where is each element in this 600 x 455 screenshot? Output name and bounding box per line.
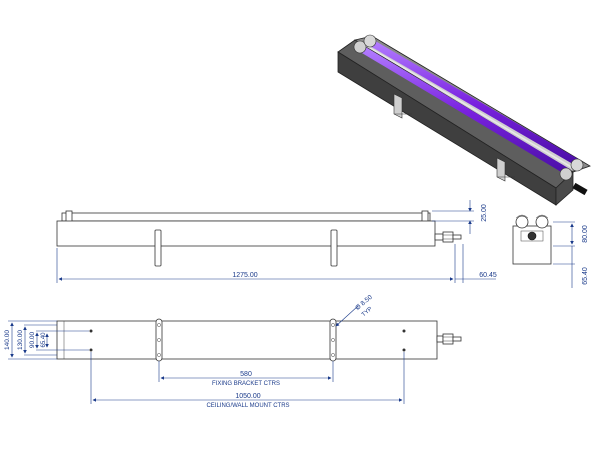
bracket-ctrs-label: FIXING BRACKET CTRS [212, 381, 280, 387]
elevation-dimensions: 1275.00 60.45 25.00 [56, 200, 497, 283]
plan-dimensions: 140.00 130.00 90.00 65.40 Ø 8.50 TYP 580… [4, 294, 405, 409]
end-cap-left-front [353, 40, 367, 54]
end-tube-right [535, 215, 549, 229]
end-gland [527, 231, 537, 241]
housing-elevation [56, 220, 436, 247]
end-offset-dim: 60.45 [479, 272, 497, 279]
end-cap-right-front [559, 167, 573, 181]
mount-hole [89, 348, 93, 352]
end-tube-left [515, 215, 529, 229]
mount-hole [89, 329, 93, 333]
plan-housing [56, 320, 438, 360]
bracket-1 [393, 93, 403, 119]
width-140-dim: 140.00 [4, 330, 11, 350]
front-elevation [56, 210, 462, 267]
uv-tube-rear [366, 38, 582, 167]
end-elevation: 80.00 65.40 [512, 214, 589, 288]
elev-bracket-1 [154, 229, 162, 267]
cable-gland [572, 182, 588, 196]
overall-length-dim: 1275.00 [232, 272, 257, 279]
width-65-dim: 65.40 [41, 332, 47, 348]
mount-ctrs-label: CEILING/WALL MOUNT CTRS [206, 403, 289, 409]
plan-bracket-2 [329, 318, 337, 362]
end-housing [512, 225, 552, 265]
mount-hole [402, 348, 406, 352]
width-90-dim: 90.00 [29, 331, 36, 348]
uv-tube-front [358, 45, 572, 176]
end-cap-right-rear [570, 158, 584, 172]
mount-ctrs-dim: 1050.00 [235, 393, 260, 400]
housing-side-face [337, 39, 574, 189]
plan-bracket-1 [155, 318, 163, 362]
end-height-lower-dim: 65.40 [582, 267, 589, 285]
reflector-rod [364, 44, 574, 169]
plan-gland [442, 333, 454, 345]
mount-hole [402, 329, 406, 333]
width-130-dim: 130.00 [17, 330, 24, 350]
top-height-dim: 25.00 [481, 204, 488, 222]
bracket-ctrs-dim: 580 [240, 371, 252, 378]
plan-view [56, 318, 462, 362]
elev-bracket-2 [330, 229, 338, 267]
elev-gland [442, 231, 454, 243]
end-height-upper-dim: 80.00 [582, 225, 589, 243]
tube-profile [61, 212, 431, 222]
bracket-2 [496, 157, 506, 182]
isometric-view [337, 34, 591, 206]
end-cap-left-rear [363, 34, 377, 48]
